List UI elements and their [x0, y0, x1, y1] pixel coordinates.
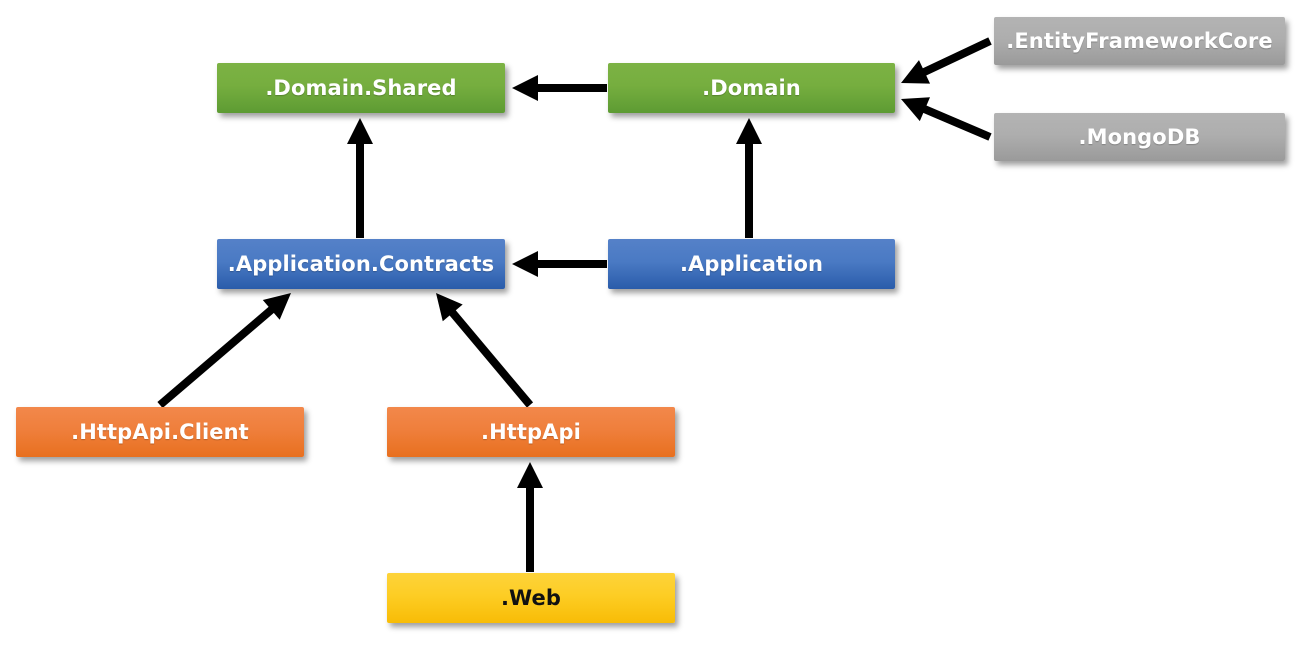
node-label-entityframeworkcore: .EntityFrameworkCore: [1006, 29, 1273, 53]
arrow-entityframeworkcore-to-domain: [901, 37, 992, 84]
arrow-application-to-domain: [736, 118, 762, 238]
arrow-web-to-httpapi: [517, 462, 543, 572]
node-label-domain-shared: .Domain.Shared: [265, 76, 457, 100]
arrow-httpapi-client-to-application-contracts: [157, 293, 291, 409]
node-web[interactable]: .Web: [387, 573, 675, 623]
node-label-web: .Web: [500, 586, 562, 610]
node-mongodb[interactable]: .MongoDB: [994, 113, 1285, 161]
node-label-httpapi: .HttpApi: [481, 420, 581, 444]
node-label-application: .Application: [679, 252, 824, 276]
arrow-application-contracts-to-domain-shared: [347, 118, 373, 238]
arrow-domain-to-domain-shared: [512, 75, 607, 101]
node-application[interactable]: .Application: [608, 239, 895, 289]
node-domain[interactable]: .Domain: [608, 63, 895, 113]
arrow-httpapi-to-application-contracts: [436, 293, 534, 408]
arrow-mongodb-to-domain: [901, 97, 992, 141]
node-domain-shared[interactable]: .Domain.Shared: [217, 63, 505, 113]
node-label-domain: .Domain: [702, 76, 801, 100]
node-entityframeworkcore[interactable]: .EntityFrameworkCore: [994, 17, 1285, 65]
node-label-mongodb: .MongoDB: [1078, 125, 1201, 149]
node-application-contracts[interactable]: .Application.Contracts: [217, 239, 505, 289]
node-label-httpapi-client: .HttpApi.Client: [71, 420, 249, 444]
node-httpapi-client[interactable]: .HttpApi.Client: [16, 407, 304, 457]
node-label-application-contracts: .Application.Contracts: [227, 252, 495, 276]
arrow-application-to-application-contracts: [512, 251, 607, 277]
node-httpapi[interactable]: .HttpApi: [387, 407, 675, 457]
